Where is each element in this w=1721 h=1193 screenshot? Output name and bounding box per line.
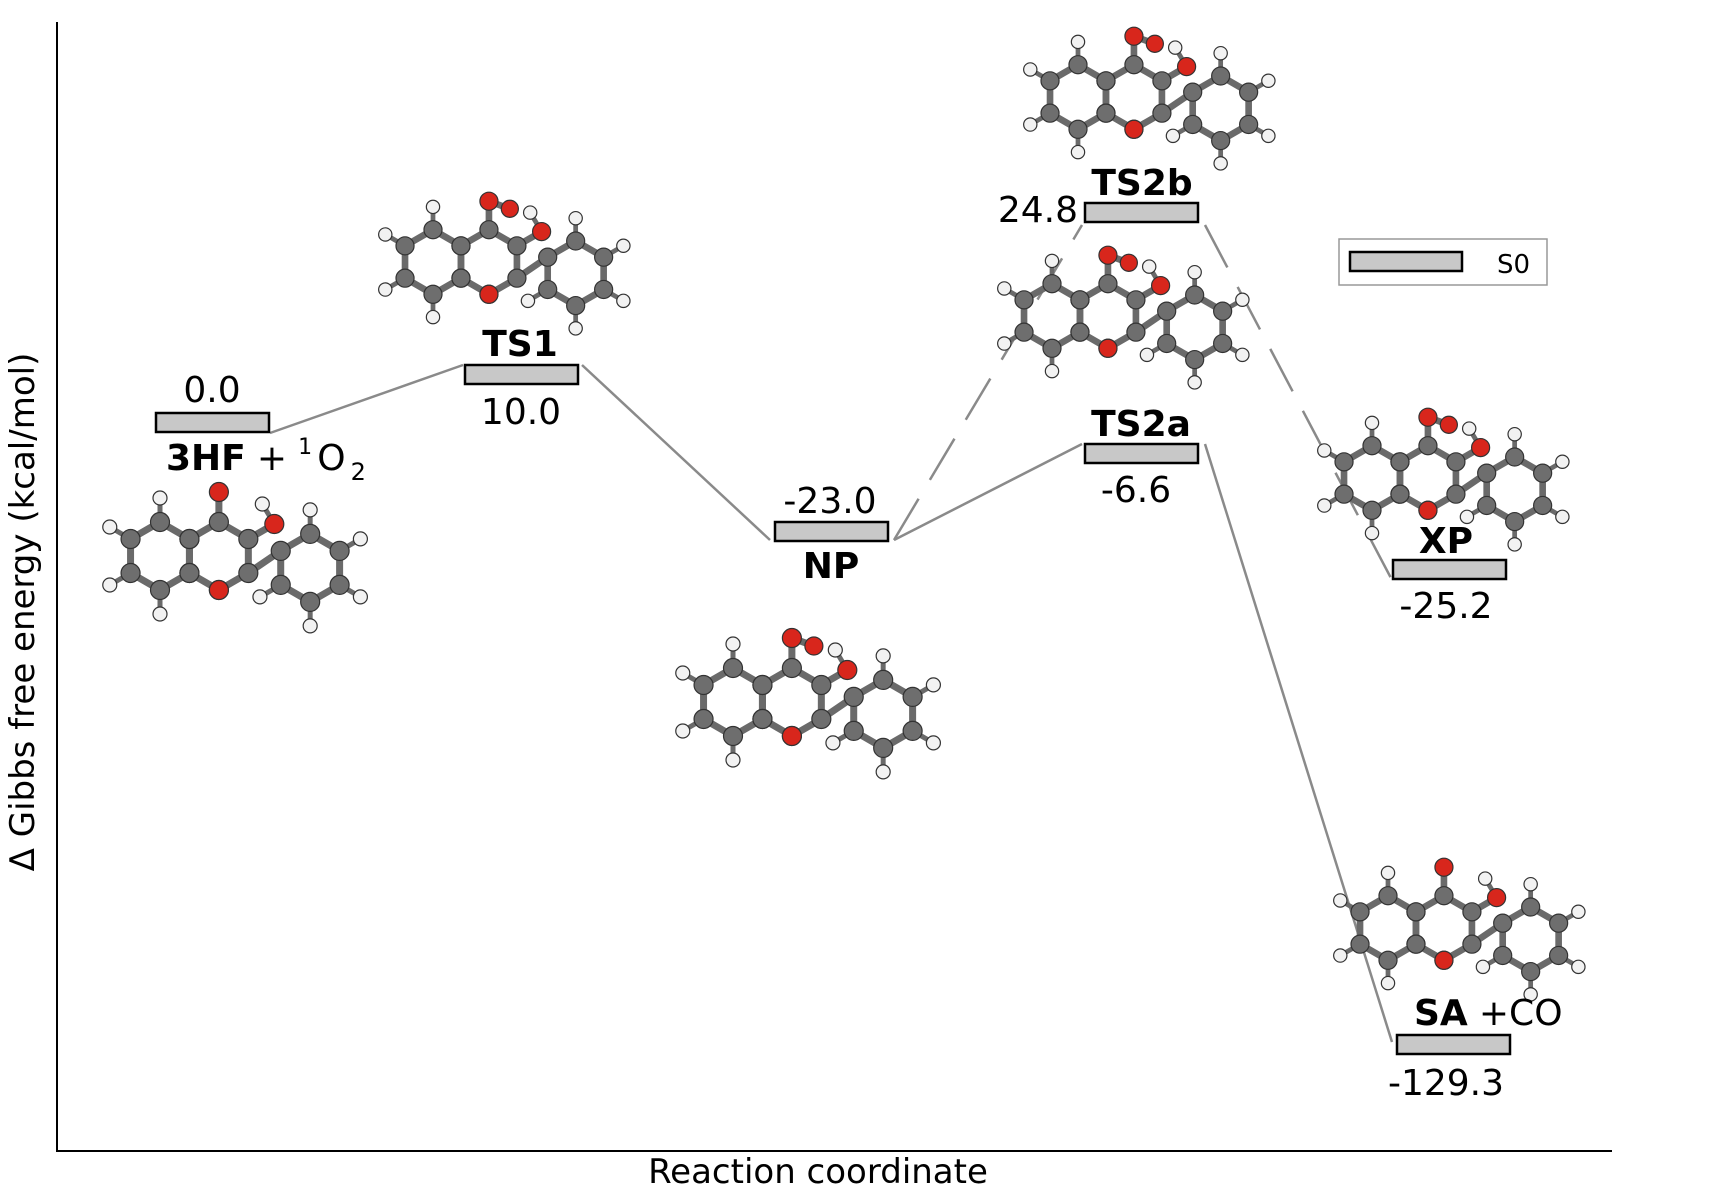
- legend: S0: [1338, 238, 1548, 286]
- x-axis-label: Reaction coordinate: [648, 1152, 988, 1192]
- state-label-ts2b: TS2b: [1091, 163, 1192, 204]
- energy-xp: -25.2: [1399, 586, 1492, 627]
- energy-np: -23.0: [783, 481, 876, 522]
- state-label-3hf: 3HF + 1 O 2: [166, 435, 366, 486]
- molecule-structures: [102, 26, 1586, 1002]
- xp-structure-icon: [1317, 407, 1570, 552]
- connector-ts1-np: [581, 364, 771, 541]
- ts2b-structure-icon: [1023, 26, 1276, 171]
- 3hf-structure-icon: [102, 481, 368, 634]
- state-label-ts2a: TS2a: [1091, 404, 1191, 445]
- legend-label: S0: [1497, 250, 1530, 280]
- state-label-np: NP: [803, 546, 860, 587]
- ts2a-structure-icon: [997, 245, 1250, 390]
- energy-sa: -129.3: [1388, 1063, 1504, 1104]
- energy-levels: [154, 201, 1512, 1056]
- level-bar-3hf: [154, 411, 271, 434]
- energy-ts2b: 24.8: [998, 190, 1078, 231]
- connector-np-ts2a: [893, 442, 1083, 542]
- state-label-xp: XP: [1419, 521, 1473, 562]
- np-structure-icon: [675, 627, 941, 780]
- energy-ts1: 10.0: [481, 392, 561, 433]
- ts1-structure-icon: [378, 191, 631, 336]
- energy-3hf: 0.0: [183, 370, 240, 411]
- sa-structure-icon: [1333, 857, 1586, 1002]
- axes: [56, 22, 1612, 1152]
- state-label-ts1: TS1: [482, 324, 558, 365]
- level-bar-xp: [1391, 558, 1508, 581]
- level-bar-ts2a: [1083, 442, 1200, 465]
- connector-3hf-ts1: [269, 363, 464, 435]
- y-axis-label: Δ Gibbs free energy (kcal/mol): [3, 353, 43, 872]
- level-bar-ts2b: [1083, 201, 1200, 224]
- energy-ts2a: -6.6: [1101, 470, 1171, 511]
- level-bar-np: [773, 520, 890, 543]
- legend-swatch: [1348, 250, 1464, 273]
- level-bar-sa: [1395, 1033, 1512, 1056]
- level-bar-ts1: [463, 363, 580, 386]
- state-label-sa: SA +CO: [1414, 993, 1563, 1034]
